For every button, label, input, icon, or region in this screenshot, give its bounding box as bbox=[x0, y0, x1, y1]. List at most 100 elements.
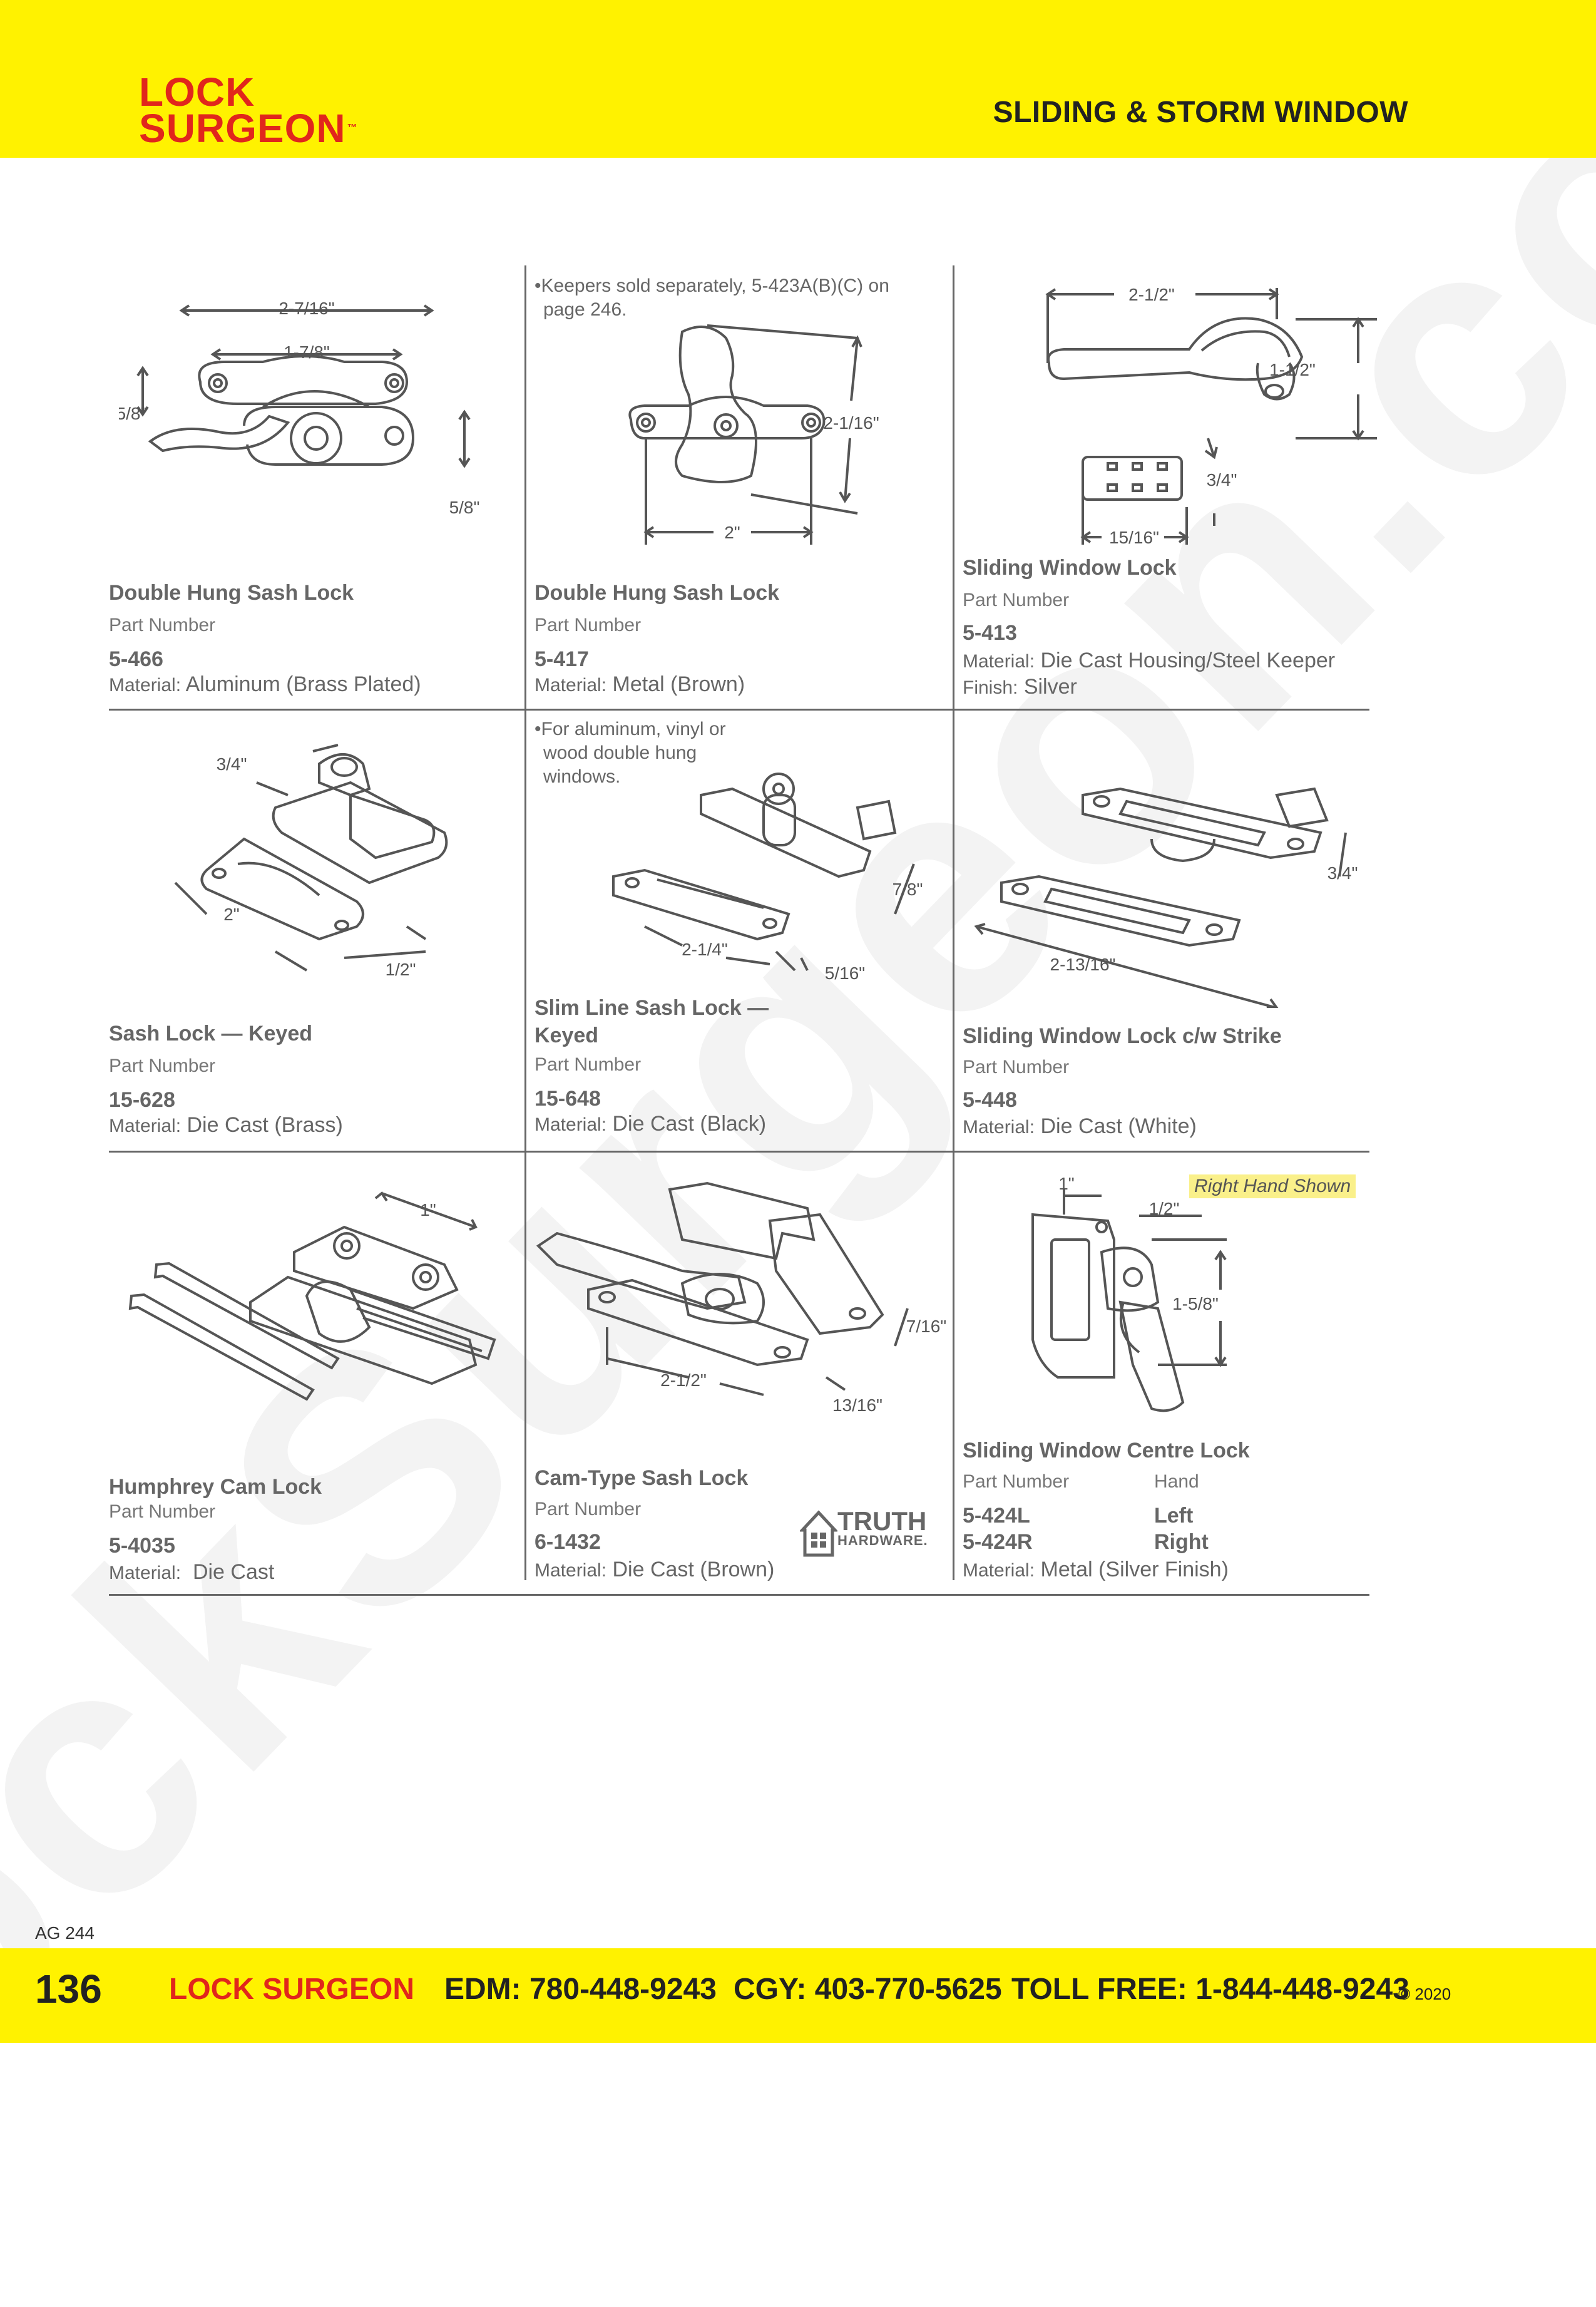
sash-lock-keyed-15628-drawing: 3/4" 2" 1/2" bbox=[174, 744, 448, 979]
part-number-label: Part Number bbox=[535, 1499, 642, 1519]
dimension-label: 1-7/8" bbox=[284, 342, 330, 362]
dimension-label: 1-1/2" bbox=[1269, 360, 1316, 379]
material-line: Material: Die Cast (Black) bbox=[535, 1112, 767, 1136]
part-number: 5-424R bbox=[963, 1530, 1033, 1554]
product-title: Cam-Type Sash Lock bbox=[535, 1466, 749, 1490]
brand-name: TRUTH bbox=[837, 1506, 927, 1536]
part-number: 5-413 bbox=[963, 621, 1017, 645]
dimension-label: 2-1/16" bbox=[823, 413, 879, 433]
hand-value: Right bbox=[1154, 1530, 1209, 1554]
cgy-phone[interactable]: CGY: 403-770-5625 bbox=[734, 1973, 1002, 2006]
part-number-label: Part Number bbox=[963, 1057, 1070, 1077]
material-line: Material: Aluminum (Brass Plated) bbox=[109, 672, 421, 696]
hand-label: Hand bbox=[1154, 1471, 1199, 1492]
part-number: 5-4035 bbox=[109, 1534, 175, 1558]
grid-divider-horizontal-1 bbox=[109, 709, 1369, 711]
part-number-label: Part Number bbox=[535, 615, 642, 635]
material-line: Material: Die Cast bbox=[109, 1560, 275, 1584]
product-title: Double Hung Sash Lock bbox=[109, 581, 354, 605]
hand-value: Left bbox=[1154, 1504, 1194, 1528]
material-line: Material: Die Cast (White) bbox=[963, 1114, 1197, 1138]
copyright: © 2020 bbox=[1398, 1985, 1451, 2003]
material-line: Material: Die Cast Housing/Steel Keeper bbox=[963, 649, 1336, 672]
dimension-label: 2-1/4" bbox=[682, 940, 728, 959]
part-number: 5-466 bbox=[109, 647, 163, 671]
dimension-label: 3/4" bbox=[1207, 470, 1237, 490]
dimension-label: 2" bbox=[724, 523, 740, 542]
dimension-label: 5/16" bbox=[825, 963, 865, 983]
dimension-label: 3/4" bbox=[1327, 863, 1358, 883]
page-footer: 136 LOCK SURGEON EDM: 780-448-9243 CGY: … bbox=[0, 1948, 1596, 2043]
humphrey-cam-lock-5404-drawing: 1" bbox=[128, 1191, 496, 1401]
dimension-label: 7/8" bbox=[893, 880, 923, 899]
brand-subname: HARDWARE. bbox=[837, 1533, 928, 1548]
product-title: Sliding Window Lock c/w Strike bbox=[963, 1024, 1282, 1048]
part-number-label: Part Number bbox=[963, 1471, 1070, 1492]
dimension-label: 1" bbox=[420, 1200, 436, 1220]
slim-line-sash-lock-15648-drawing: 7/8" 2-1/4" 5/16" bbox=[612, 773, 923, 983]
product-title: Double Hung Sash Lock bbox=[535, 581, 780, 605]
material-line: Material: Metal (Silver Finish) bbox=[963, 1558, 1229, 1581]
part-number-label: Part Number bbox=[535, 1054, 642, 1075]
dimension-label: 2" bbox=[223, 905, 240, 924]
material-line: Material: Die Cast (Brown) bbox=[535, 1558, 775, 1581]
material-line: Material: Metal (Brown) bbox=[535, 672, 745, 696]
grid-divider-vertical-2 bbox=[953, 265, 954, 1580]
sliding-window-centre-lock-5424-drawing: 1" 1/2" 1-5/8" bbox=[1031, 1177, 1227, 1412]
part-number: 5-424L bbox=[963, 1504, 1030, 1528]
footer-brand: LOCK SURGEON bbox=[169, 1973, 415, 2006]
right-hand-shown-note: Right Hand Shown bbox=[1189, 1174, 1356, 1198]
page-number: 136 bbox=[35, 1966, 102, 2012]
part-number: 15-648 bbox=[535, 1087, 601, 1111]
dimension-label: 3/4" bbox=[217, 754, 247, 774]
product-title: Sliding Window Centre Lock bbox=[963, 1439, 1250, 1462]
dimension-label: 2-1/2" bbox=[1128, 285, 1175, 304]
product-note: •Keepers sold separately, 5-423A(B)(C) o… bbox=[535, 275, 889, 320]
grid-divider-horizontal-2 bbox=[109, 1151, 1369, 1153]
logo-line-1: LOCK bbox=[139, 69, 255, 115]
page-code: AG 244 bbox=[35, 1923, 95, 1943]
dimension-label: 15/16" bbox=[1109, 528, 1159, 545]
dimension-label: 2-1/2" bbox=[660, 1370, 707, 1390]
part-number: 6-1432 bbox=[535, 1530, 601, 1554]
double-hung-sash-lock-5417-drawing: 2-1/16" 2" bbox=[628, 324, 879, 545]
trademark-symbol: ™ bbox=[347, 123, 358, 133]
house-icon bbox=[799, 1510, 839, 1557]
product-title: Sliding Window Lock bbox=[963, 556, 1177, 580]
dimension-label: 5/8" bbox=[119, 404, 146, 423]
cam-type-sash-lock-61432-drawing: 7/16" 2-1/2" 13/16" bbox=[536, 1181, 946, 1415]
dimension-label: 1" bbox=[1058, 1177, 1075, 1193]
dimension-label: 5/8" bbox=[449, 498, 480, 517]
product-title: Slim Line Sash Lock — Keyed bbox=[535, 996, 769, 1047]
dimension-label: 7/16" bbox=[906, 1317, 946, 1336]
product-title: Humphrey Cam Lock bbox=[109, 1475, 322, 1499]
grid-divider-vertical-1 bbox=[524, 265, 526, 1580]
part-number-label: Part Number bbox=[109, 1501, 216, 1522]
part-number: 15-628 bbox=[109, 1088, 175, 1112]
dimension-label: 1/2" bbox=[386, 960, 416, 979]
part-number: 5-448 bbox=[963, 1088, 1017, 1112]
grid-divider-horizontal-3 bbox=[109, 1594, 1369, 1596]
section-title: SLIDING & STORM WINDOW bbox=[993, 96, 1408, 129]
sliding-window-lock-5448-drawing: 3/4" 2-13/16" bbox=[974, 787, 1358, 1008]
truth-hardware-logo: TRUTH HARDWARE. bbox=[799, 1508, 928, 1561]
finish-line: Finish: Silver bbox=[963, 675, 1077, 699]
part-number-label: Part Number bbox=[109, 615, 216, 635]
dimension-label: 1-5/8" bbox=[1172, 1294, 1219, 1313]
sliding-window-lock-5413-drawing: 2-1/2" 1-1/2" 3/4" 15/16" bbox=[1045, 285, 1377, 545]
product-title: Sash Lock — Keyed bbox=[109, 1022, 313, 1046]
edm-phone[interactable]: EDM: 780-448-9243 bbox=[444, 1973, 717, 2006]
toll-free-phone[interactable]: TOLL FREE: 1-844-448-9243 bbox=[1011, 1973, 1409, 2006]
part-number-label: Part Number bbox=[963, 590, 1070, 610]
dimension-label: 2-13/16" bbox=[1050, 955, 1116, 974]
dimension-label: 2-7/16" bbox=[279, 299, 334, 318]
dimension-label: 1/2" bbox=[1149, 1199, 1180, 1218]
part-number-label: Part Number bbox=[109, 1056, 216, 1076]
product-note: •For aluminum, vinyl or wood double hung… bbox=[535, 719, 726, 787]
dimension-label: 13/16" bbox=[832, 1395, 882, 1415]
material-line: Material: Die Cast (Brass) bbox=[109, 1113, 343, 1137]
part-number: 5-417 bbox=[535, 647, 589, 671]
